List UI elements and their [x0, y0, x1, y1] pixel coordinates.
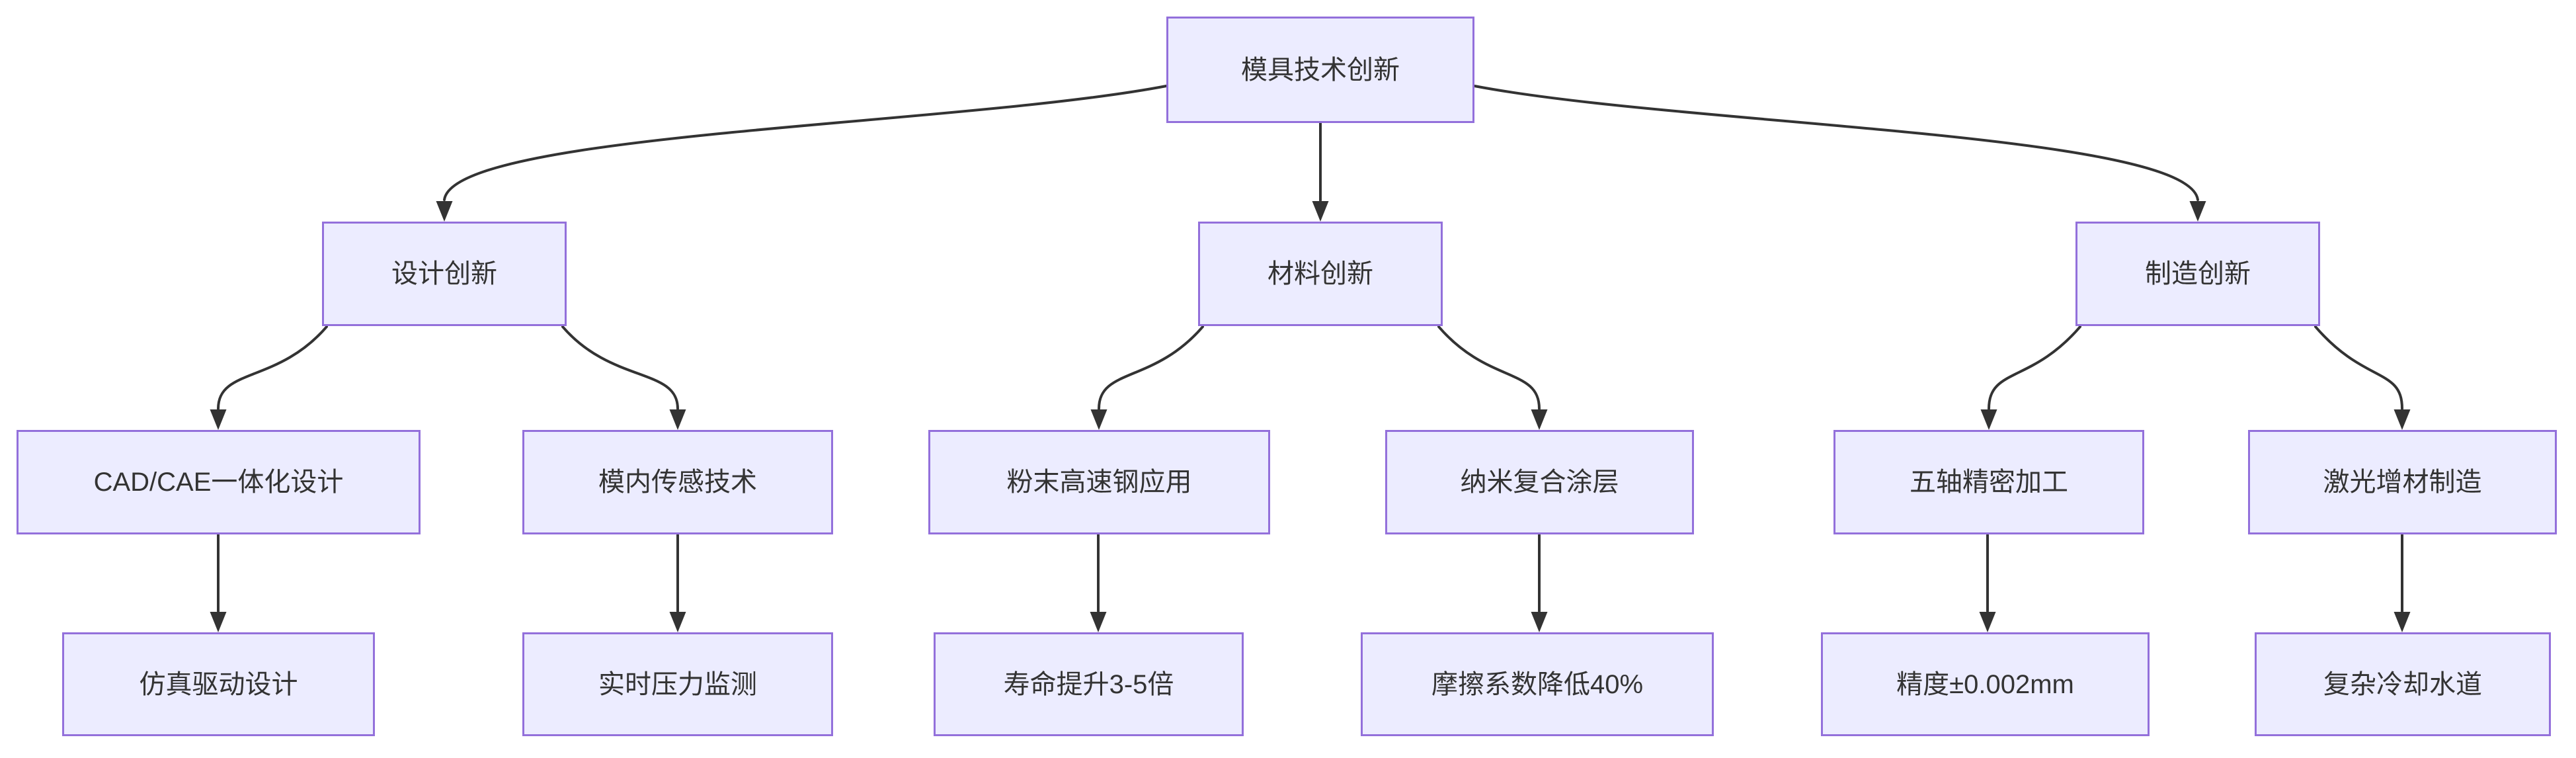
arrowhead-icon: [2189, 201, 2206, 222]
arrowhead-icon: [1312, 201, 1329, 222]
node-lifespan-boost: 寿命提升3-5倍: [934, 632, 1244, 736]
edge-manufacturing-laser-am: [2314, 325, 2403, 410]
arrowhead-icon: [210, 612, 227, 632]
node-realtime-pressure: 实时压力监测: [522, 632, 833, 736]
node-in-mold-sensing: 模内传感技术: [522, 430, 833, 534]
arrowhead-icon: [2394, 409, 2411, 430]
node-cooling-channels: 复杂冷却水道: [2255, 632, 2551, 736]
arrowhead-icon: [669, 409, 686, 430]
node-root: 模具技术创新: [1166, 17, 1474, 123]
node-design: 设计创新: [322, 222, 567, 326]
edge-material-nano-coating: [1437, 325, 1541, 410]
arrowhead-icon: [1531, 612, 1548, 632]
node-laser-am: 激光增材制造: [2248, 430, 2557, 534]
edge-manufacturing-five-axis: [1988, 325, 2081, 410]
arrowhead-icon: [1090, 409, 1107, 430]
arrowhead-icon: [669, 612, 686, 632]
node-material: 材料创新: [1198, 222, 1443, 326]
arrowhead-icon: [1980, 409, 1997, 430]
arrowhead-icon: [1090, 612, 1107, 632]
node-nano-coating: 纳米复合涂层: [1385, 430, 1694, 534]
arrowhead-icon: [2394, 612, 2411, 632]
edge-root-design: [443, 85, 1168, 201]
node-precision: 精度±0.002mm: [1821, 632, 2150, 736]
node-cad-cae: CAD/CAE一体化设计: [17, 430, 421, 534]
node-friction-reduction: 摩擦系数降低40%: [1361, 632, 1714, 736]
node-manufacturing: 制造创新: [2075, 222, 2320, 326]
arrowhead-icon: [1531, 409, 1548, 430]
node-powder-hss: 粉末高速钢应用: [928, 430, 1270, 534]
edge-root-manufacturing: [1473, 85, 2199, 201]
arrowhead-icon: [1979, 612, 1996, 632]
edge-design-cad-cae: [217, 325, 328, 410]
edge-design-in-mold-sensing: [561, 325, 679, 410]
node-simulation-driven: 仿真驱动设计: [62, 632, 375, 736]
arrowhead-icon: [210, 409, 227, 430]
edge-material-powder-hss: [1098, 325, 1204, 410]
node-five-axis: 五轴精密加工: [1833, 430, 2144, 534]
arrowhead-icon: [436, 201, 453, 222]
